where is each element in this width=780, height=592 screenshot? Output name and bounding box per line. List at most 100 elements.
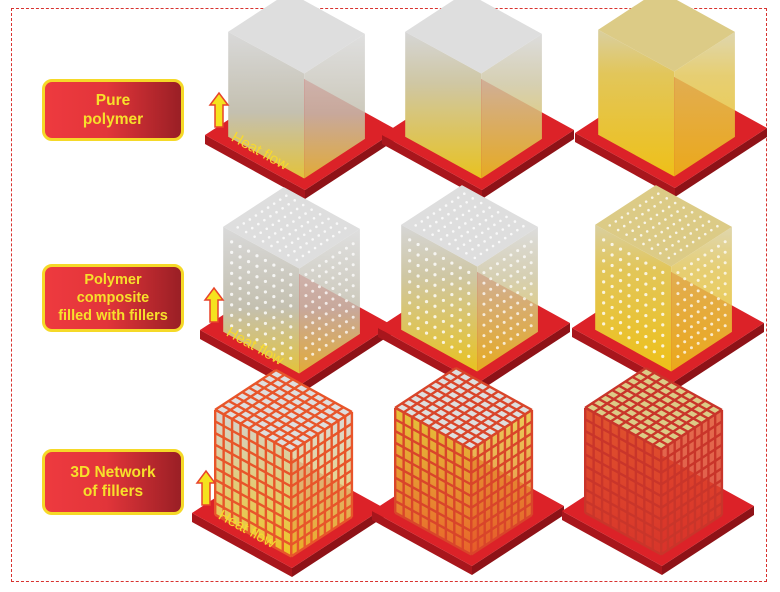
filler-particle — [317, 285, 321, 289]
filler-particle — [338, 303, 342, 307]
filler-particle — [242, 222, 246, 225]
filler-particle — [294, 228, 298, 232]
lattice-strut — [290, 469, 353, 511]
filler-particle — [288, 232, 292, 236]
filler-particle — [230, 240, 234, 244]
filler-particle — [529, 292, 533, 296]
filler-particle — [652, 308, 656, 312]
filler-particle — [689, 346, 693, 350]
filler-particle — [602, 238, 606, 242]
lattice-strut — [604, 393, 683, 438]
filler-particle — [441, 309, 446, 313]
filler-particle — [277, 219, 281, 223]
filler-particle — [703, 253, 707, 257]
filler-particle — [618, 268, 623, 272]
filler-particle — [461, 213, 465, 217]
row-label-pure-polymer: Pure polymer — [42, 79, 184, 141]
filler-particle — [433, 283, 437, 287]
filler-particle — [246, 323, 251, 327]
filler-particle — [444, 204, 448, 207]
filler-particle — [467, 270, 471, 274]
filler-particle — [456, 247, 460, 250]
lattice-strut — [290, 434, 353, 476]
filler-particle — [495, 314, 499, 318]
cell-fillers-2 — [378, 185, 570, 392]
filler-particle — [522, 297, 526, 301]
filler-particle — [466, 230, 470, 234]
filler-particle — [416, 253, 420, 257]
filler-particle — [263, 300, 268, 305]
filler-particle — [230, 303, 234, 307]
filler-particle — [280, 278, 284, 282]
filler-particle — [280, 268, 284, 272]
filler-particle — [723, 250, 727, 254]
filler-particle — [710, 333, 714, 337]
filler-particle — [495, 325, 499, 329]
lattice-strut — [584, 453, 662, 498]
filler-particle — [338, 251, 342, 255]
filler-particle — [284, 194, 288, 198]
lattice-strut — [214, 431, 292, 476]
filler-particle — [652, 266, 656, 270]
lattice-strut — [601, 376, 664, 418]
filler-particle — [426, 216, 430, 219]
filler-particle — [344, 288, 348, 292]
cube-face-top — [228, 0, 365, 74]
filler-particle — [236, 226, 240, 229]
filler-particle — [293, 249, 296, 253]
filler-particle — [723, 261, 727, 265]
cube-face-right — [299, 228, 360, 374]
filler-particle — [716, 224, 719, 228]
filler-particle — [482, 334, 486, 338]
filler-particle — [618, 247, 623, 251]
filler-particle — [250, 226, 254, 230]
filler-particle — [244, 230, 248, 234]
cube-face-right — [291, 411, 352, 557]
filler-particle — [602, 280, 606, 284]
filler-particle — [424, 247, 429, 251]
filler-particle — [467, 209, 471, 213]
filler-particle — [703, 264, 707, 267]
filler-particle — [683, 277, 687, 281]
filler-particle — [351, 242, 355, 246]
lattice-strut — [265, 396, 328, 439]
filler-particle — [482, 344, 486, 348]
filler-particle — [238, 255, 242, 259]
lattice-strut — [618, 385, 681, 428]
filler-particle — [703, 285, 707, 288]
filler-particle — [516, 249, 520, 253]
heat-flow-arrow-icon — [195, 469, 217, 506]
lattice-strut — [470, 478, 533, 521]
filler-particle — [351, 294, 355, 298]
filler-particle — [703, 274, 707, 278]
filler-particle — [344, 299, 348, 303]
lattice-strut — [660, 502, 723, 544]
lattice-strut — [584, 476, 662, 521]
filler-particle — [610, 274, 614, 278]
filler-particle — [338, 293, 342, 297]
filler-particle — [723, 282, 727, 286]
lattice-strut — [214, 455, 292, 500]
plate-side — [478, 323, 570, 392]
filler-particle — [689, 272, 693, 276]
filler-particle — [693, 219, 696, 223]
filler-particle — [273, 232, 277, 235]
filler-particle — [317, 306, 321, 310]
filler-particle — [710, 270, 714, 274]
lattice-strut — [394, 476, 472, 521]
filler-particle — [723, 240, 727, 244]
filler-particle — [311, 352, 315, 356]
filler-particle — [296, 237, 300, 241]
filler-particle — [317, 234, 321, 237]
filler-particle — [435, 220, 438, 224]
filler-particle — [450, 271, 454, 276]
filler-particle — [286, 224, 289, 227]
lattice-strut — [414, 393, 493, 438]
filler-particle — [496, 210, 500, 214]
filler-particle — [699, 215, 702, 219]
filler-particle — [723, 303, 727, 307]
filler-particle — [289, 356, 293, 360]
filler-particle — [665, 247, 668, 251]
filler-particle — [516, 312, 520, 316]
filler-particle — [610, 295, 614, 299]
